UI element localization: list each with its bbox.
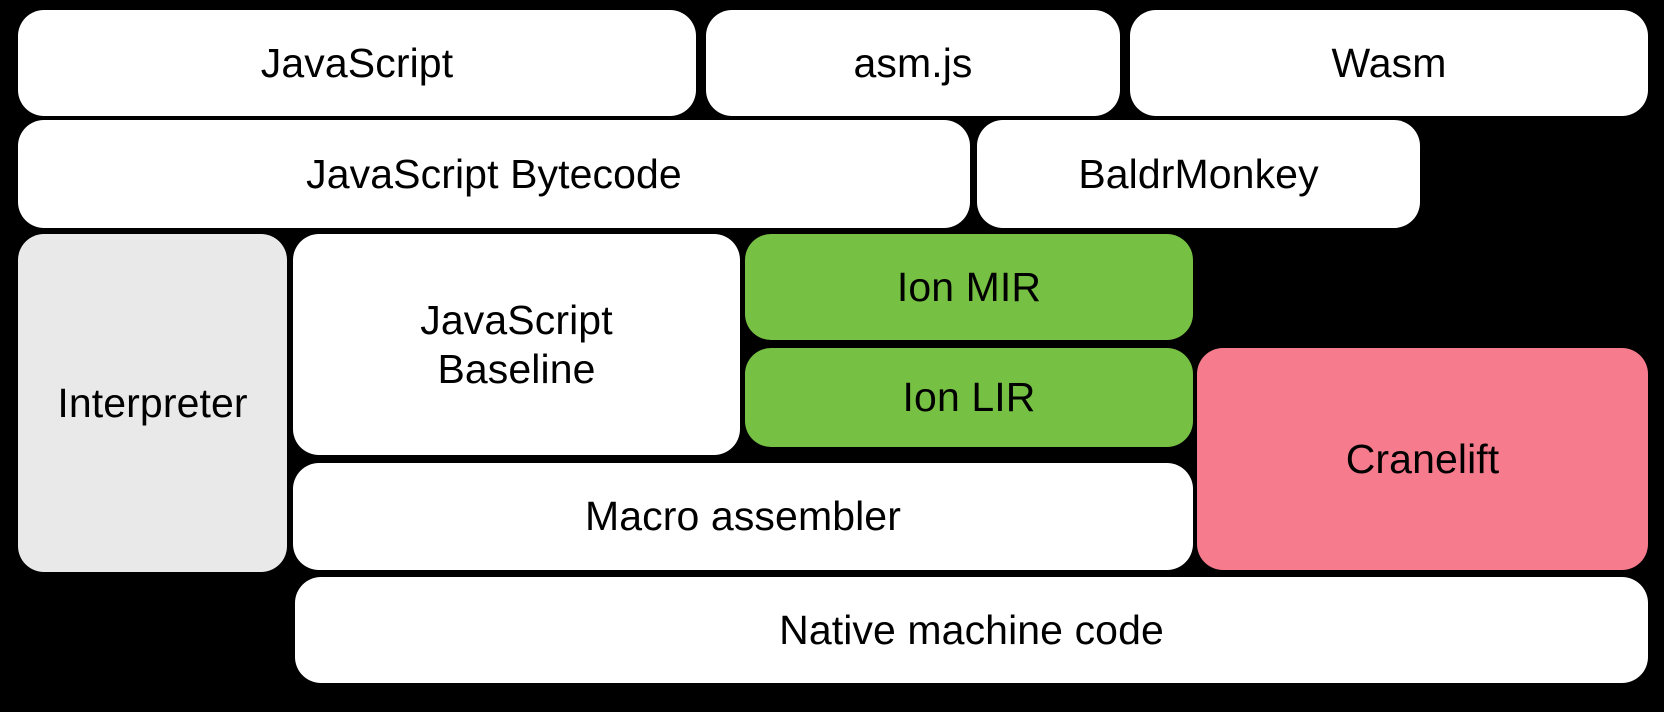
node-interpreter: Interpreter <box>18 234 287 572</box>
node-native-machine-code: Native machine code <box>295 577 1648 683</box>
node-ion-lir: Ion LIR <box>745 348 1193 447</box>
node-javascript: JavaScript <box>18 10 696 116</box>
node-macro-assembler: Macro assembler <box>293 463 1193 570</box>
node-cranelift: Cranelift <box>1197 348 1648 570</box>
node-javascript-bytecode: JavaScript Bytecode <box>18 120 970 228</box>
node-baldrmonkey: BaldrMonkey <box>977 120 1420 228</box>
node-javascript-baseline: JavaScript Baseline <box>293 234 740 455</box>
node-asm-js: asm.js <box>706 10 1120 116</box>
node-wasm: Wasm <box>1130 10 1648 116</box>
node-ion-mir: Ion MIR <box>745 234 1193 340</box>
